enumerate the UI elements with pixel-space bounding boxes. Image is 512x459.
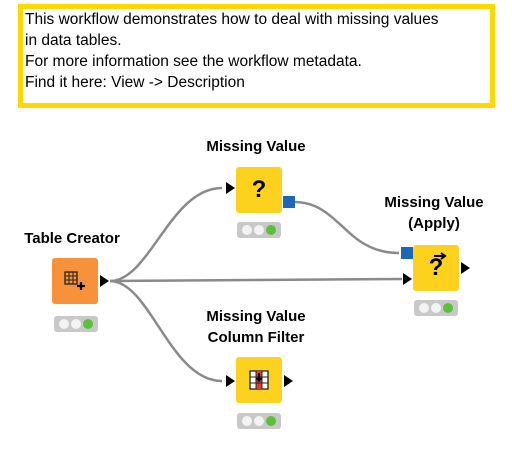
node-table-creator[interactable]	[52, 258, 98, 304]
status-traffic-light-missing-value	[237, 222, 281, 238]
status-light-red	[242, 225, 252, 235]
status-light-yellow	[254, 225, 264, 235]
node-title-missing-value-column-filter: Missing Value Column Filter	[190, 306, 322, 348]
annotation-line: For more information see the workflow me…	[25, 53, 362, 70]
node-title-line: Column Filter	[207, 329, 305, 346]
node-title-table-creator: Table Creator	[24, 230, 120, 247]
annotation-line: This workflow demonstrates how to deal w…	[25, 11, 439, 28]
question-glyph: ?	[428, 254, 444, 281]
question-mark-icon: ?	[251, 176, 267, 203]
input-port-missing-value[interactable]	[226, 182, 235, 194]
status-light-red	[419, 303, 429, 313]
status-light-red	[59, 319, 69, 329]
status-traffic-light-column-filter	[237, 413, 281, 429]
table-plus-icon	[64, 271, 85, 290]
annotation-line: in data tables.	[25, 32, 122, 49]
connection-missing-value-to-apply[interactable]	[293, 200, 400, 255]
status-light-green	[83, 319, 93, 329]
model-output-port-missing-value[interactable]	[283, 196, 295, 208]
node-title-missing-value: Missing Value	[206, 138, 306, 155]
node-missing-value-apply[interactable]: ?	[413, 245, 459, 291]
connection-creator-to-missing-value[interactable]	[109, 186, 223, 283]
arrow-right-icon	[433, 252, 447, 260]
status-light-yellow	[431, 303, 441, 313]
column-filter-icon	[249, 370, 269, 390]
status-light-yellow	[71, 319, 81, 329]
connection-creator-to-column-filter[interactable]	[109, 279, 223, 383]
status-light-green	[266, 416, 276, 426]
status-light-green	[443, 303, 453, 313]
status-traffic-light-apply	[414, 300, 458, 316]
output-port-apply[interactable]	[461, 262, 470, 274]
workflow-annotation[interactable]: This workflow demonstrates how to deal w…	[18, 4, 495, 108]
output-port-column-filter[interactable]	[284, 375, 293, 387]
question-arrow-icon: ?	[428, 252, 447, 282]
node-missing-value[interactable]: ?	[236, 167, 282, 213]
status-traffic-light-table-creator	[54, 316, 98, 332]
node-title-missing-value-apply: Missing Value (Apply)	[370, 192, 498, 234]
status-light-red	[242, 416, 252, 426]
input-port-apply[interactable]	[403, 273, 412, 285]
model-input-port-apply[interactable]	[401, 247, 413, 259]
annotation-line: Find it here: View -> Description	[25, 74, 245, 91]
node-title-line: (Apply)	[408, 215, 460, 232]
node-title-line: Missing Value	[206, 308, 306, 325]
input-port-column-filter[interactable]	[226, 375, 235, 387]
node-title-line: Missing Value	[384, 194, 484, 211]
connection-creator-to-apply[interactable]	[109, 277, 403, 283]
status-light-green	[266, 225, 276, 235]
status-light-yellow	[254, 416, 264, 426]
node-missing-value-column-filter[interactable]	[236, 357, 282, 403]
output-port-table-creator[interactable]	[100, 275, 109, 287]
